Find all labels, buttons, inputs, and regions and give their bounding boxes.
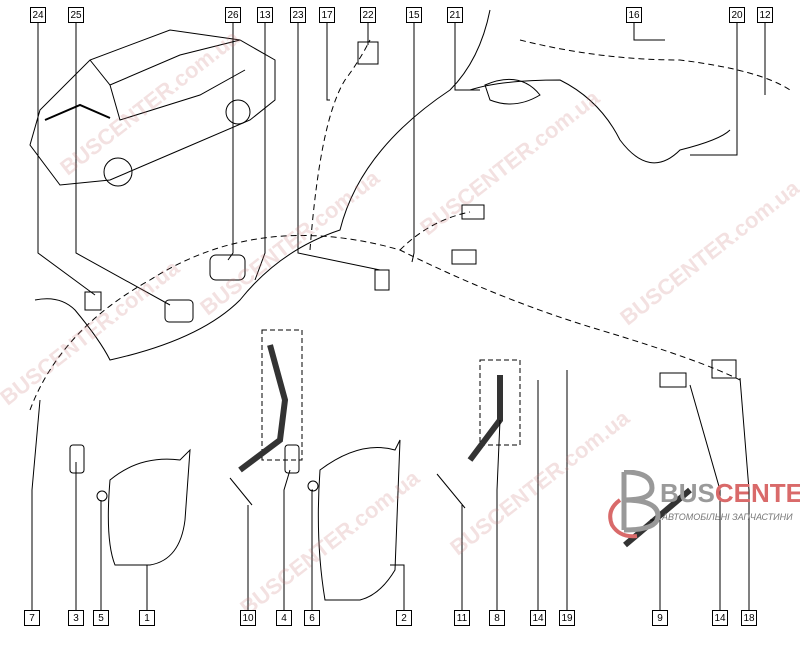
callout-bottom-2: 2: [396, 610, 412, 626]
callout-bottom-19: 19: [559, 610, 575, 626]
leader-line: [689, 384, 721, 610]
leader-line: [390, 564, 405, 610]
callout-bottom-8: 8: [489, 610, 505, 626]
callout-bottom-7: 7: [24, 610, 40, 626]
leader-line: [326, 23, 330, 101]
callout-top-24: 24: [30, 7, 46, 23]
callout-bottom-3: 3: [68, 610, 84, 626]
leader-line: [690, 23, 738, 156]
car-illustration: [29, 29, 276, 187]
callout-bottom-18: 18: [741, 610, 757, 626]
callout-top-17: 17: [319, 7, 335, 23]
callout-bottom-11: 11: [454, 610, 470, 626]
callout-top-21: 21: [447, 7, 463, 23]
callout-bottom-14: 14: [712, 610, 728, 626]
leader-line: [496, 419, 501, 610]
leader-line: [37, 23, 96, 296]
leader-line: [633, 23, 665, 41]
callout-top-15: 15: [406, 7, 422, 23]
callout-top-22: 22: [360, 7, 376, 23]
leader-line: [297, 23, 381, 271]
leader-line: [311, 489, 313, 610]
leader-line: [254, 23, 266, 281]
callout-bottom-6: 6: [304, 610, 320, 626]
leader-line: [31, 399, 41, 610]
logo-mark: [608, 470, 661, 539]
leader-line: [411, 23, 415, 263]
callout-bottom-4: 4: [276, 610, 292, 626]
callout-top-23: 23: [290, 7, 306, 23]
callout-bottom-10: 10: [240, 610, 256, 626]
callout-bottom-14: 14: [530, 610, 546, 626]
leader-line: [75, 23, 171, 306]
callout-top-26: 26: [225, 7, 241, 23]
callout-bottom-1: 1: [139, 610, 155, 626]
callout-top-13: 13: [257, 7, 273, 23]
leader-line: [454, 23, 480, 91]
leader-line: [283, 469, 291, 610]
callout-top-20: 20: [729, 7, 745, 23]
callout-top-12: 12: [757, 7, 773, 23]
logo-text-bus: BUS: [660, 478, 715, 508]
leader-line: [650, 519, 661, 610]
callout-bottom-5: 5: [93, 610, 109, 626]
callout-bottom-9: 9: [652, 610, 668, 626]
buscenter-logo: BUSCENTER АВТОМОБІЛЬНІ ЗАПЧАСТИНИ: [602, 470, 800, 540]
callout-top-25: 25: [68, 7, 84, 23]
logo-text-center: CENTER: [714, 478, 800, 508]
leader-line: [227, 23, 234, 261]
leader-line: [739, 377, 750, 610]
callout-top-16: 16: [626, 7, 642, 23]
logo-subtitle: АВТОМОБІЛЬНІ ЗАПЧАСТИНИ: [662, 512, 793, 522]
